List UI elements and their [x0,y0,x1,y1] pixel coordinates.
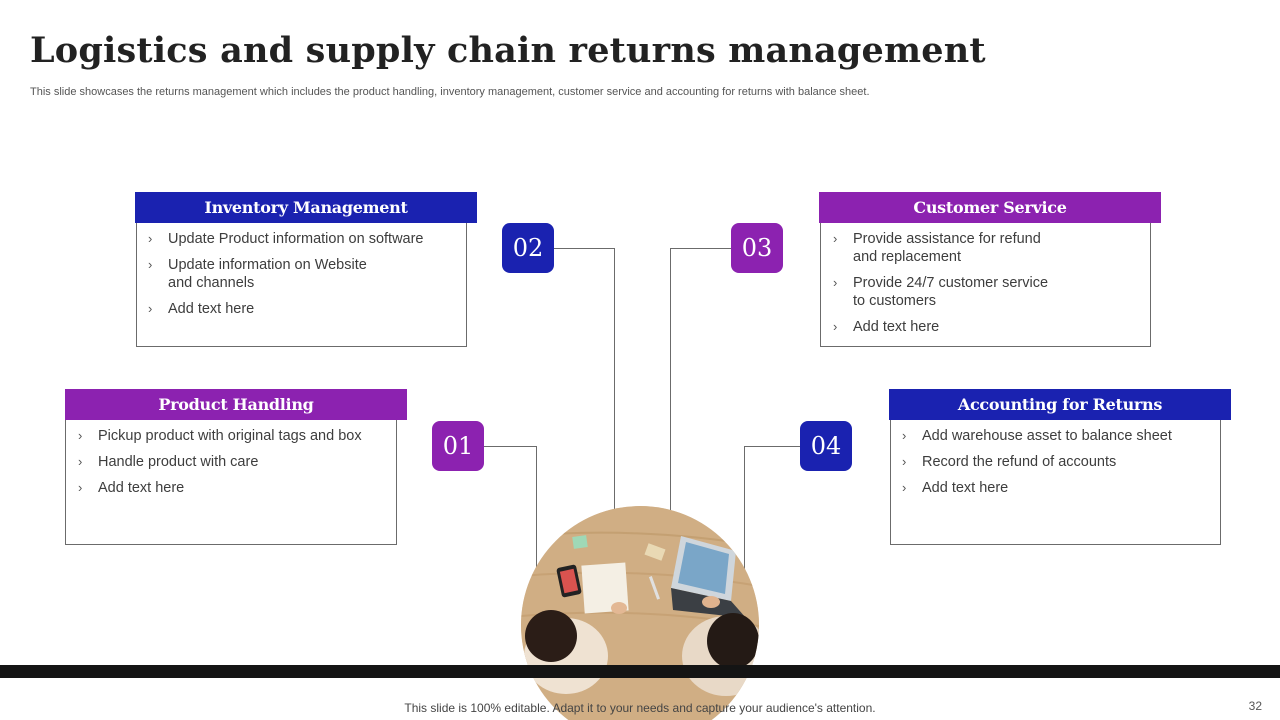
connector-03-h [670,248,731,249]
list-item: ›Provide 24/7 customer service to custom… [833,275,1049,309]
team-working-photo [521,506,759,720]
chevron-right-icon: › [78,428,83,443]
section-number-badge-04: 04 [800,421,852,471]
accounting-returns-heading: Accounting for Returns [889,389,1231,420]
chevron-right-icon: › [148,231,153,246]
list-item: ›Add text here [78,480,185,496]
list-item: ›Pickup product with original tags and b… [78,428,362,444]
list-item: ›Add text here [833,319,940,335]
slide-title: Logistics and supply chain returns manag… [30,30,986,71]
chevron-right-icon: › [78,480,83,495]
chevron-right-icon: › [902,480,907,495]
footer-bar [0,665,1280,678]
inventory-management-heading: Inventory Management [135,192,477,223]
list-item: ›Handle product with care [78,454,259,470]
list-item: ›Update information on Website and chann… [148,257,367,291]
connector-01-v [536,446,537,574]
chevron-right-icon: › [148,257,153,272]
section-number-badge-03: 03 [731,223,783,273]
chevron-right-icon: › [833,319,838,334]
chevron-right-icon: › [902,428,907,443]
connector-02-h [553,248,614,249]
customer-service-card: ›Provide assistance for refund and repla… [820,218,1151,347]
list-item: ›Update Product information on software [148,231,424,247]
list-item: ›Provide assistance for refund and repla… [833,231,1041,265]
product-handling-list: ›Pickup product with original tags and b… [78,427,390,505]
connector-04-h [744,446,800,447]
chevron-right-icon: › [833,275,838,290]
product-handling-heading: Product Handling [65,389,407,420]
slide-subtitle: This slide showcases the returns managem… [30,86,870,98]
section-number-badge-01: 01 [432,421,484,471]
chevron-right-icon: › [902,454,907,469]
list-item: ›Add text here [902,480,1009,496]
inventory-management-list: ›Update Product information on software … [148,230,458,326]
connector-04-v [744,446,745,574]
accounting-returns-card: ›Add warehouse asset to balance sheet ›R… [890,415,1221,545]
page-number: 32 [1248,699,1262,713]
list-item: ›Add warehouse asset to balance sheet [902,428,1172,444]
list-item: ›Add text here [148,301,255,317]
chevron-right-icon: › [78,454,83,469]
accounting-returns-list: ›Add warehouse asset to balance sheet ›R… [902,427,1214,505]
connector-02-v [614,248,615,510]
section-number-badge-02: 02 [502,223,554,273]
photo-illustration [521,506,759,720]
customer-service-list: ›Provide assistance for refund and repla… [833,230,1143,344]
footer-text: This slide is 100% editable. Adapt it to… [404,701,876,715]
customer-service-heading: Customer Service [819,192,1161,223]
inventory-management-card: ›Update Product information on software … [136,218,467,347]
connector-03-v [670,248,671,510]
product-handling-card: ›Pickup product with original tags and b… [65,415,397,545]
chevron-right-icon: › [148,301,153,316]
connector-01-h [483,446,536,447]
list-item: ›Record the refund of accounts [902,454,1117,470]
chevron-right-icon: › [833,231,838,246]
